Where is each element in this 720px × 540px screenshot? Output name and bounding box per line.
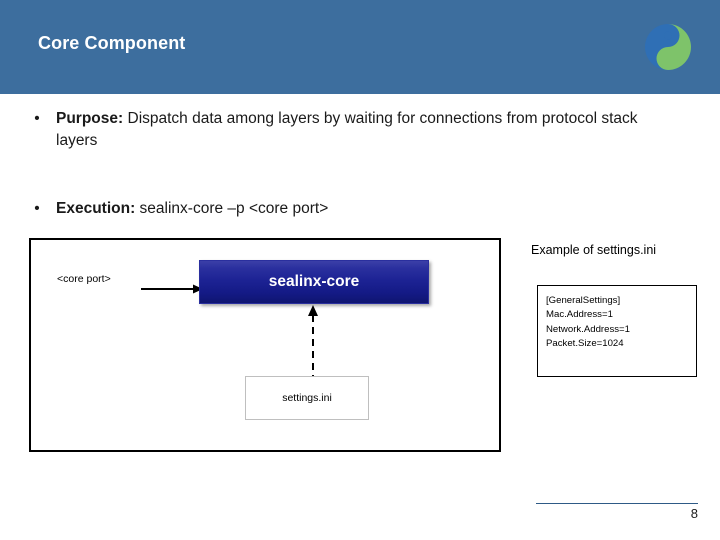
bullet-marker: • [34, 200, 40, 217]
ini-line: Mac.Address=1 [546, 309, 613, 321]
bullet-purpose-label: Purpose [56, 110, 119, 127]
process-box-sealinx-core: sealinx-core [199, 260, 429, 304]
page-number: 8 [690, 506, 698, 521]
bullet-purpose-body: Dispatch data among layers by waiting fo… [56, 110, 638, 149]
page-title: Core Component [38, 33, 186, 53]
file-box-settings-ini: settings.ini [245, 376, 369, 420]
ini-file-example-box: [GeneralSettings] Mac.Address=1 Network.… [537, 285, 697, 377]
bullet-purpose: • Purpose: Dispatch data among layers by… [30, 108, 670, 152]
bullet-purpose-text: Purpose: Dispatch data among layers by w… [56, 108, 670, 152]
diagram-input-label: <core port> [57, 273, 111, 285]
footer-divider [536, 503, 698, 504]
bullet-execution: • Execution: sealinx-core –p <core port> [30, 198, 670, 220]
bullet-marker: • [34, 110, 40, 127]
bullet-execution-command: sealinx-core –p <core port> [135, 200, 329, 217]
ini-line: Packet.Size=1024 [546, 338, 624, 350]
process-box-label: sealinx-core [268, 273, 360, 290]
example-caption: Example of settings.ini [531, 243, 657, 257]
bullet-purpose-separator: : [118, 110, 124, 127]
bullet-execution-label: Execution [56, 200, 131, 217]
right-arrow-icon [141, 281, 203, 294]
yin-yang-circle-logo-icon [644, 23, 692, 71]
ini-line: Network.Address=1 [546, 323, 630, 335]
ini-line: [GeneralSettings] [546, 295, 621, 306]
file-box-label: settings.ini [282, 392, 332, 404]
slide-header: Core Component [0, 0, 720, 94]
bullet-execution-text: Execution: sealinx-core –p <core port> [56, 198, 670, 220]
bullet-execution-separator: : [130, 200, 136, 217]
architecture-diagram: <core port> sealinx-core settings.ini [29, 238, 501, 452]
